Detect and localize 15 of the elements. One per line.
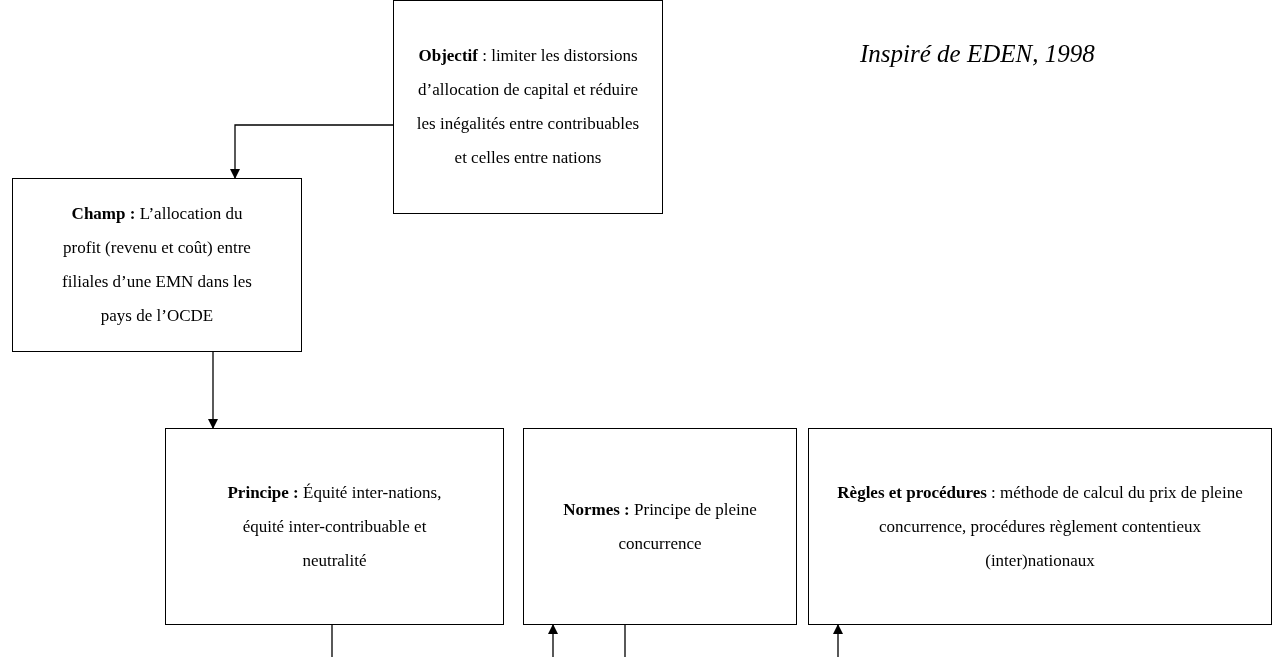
text-box <box>523 428 797 625</box>
box-text: Principe : Équité inter-nations, équité inter-contribuable et neutralité <box>226 481 443 572</box>
text-box <box>393 0 663 214</box>
connector-arrow <box>230 124 394 179</box>
text-box <box>12 178 302 352</box>
connector-arrow <box>331 624 558 657</box>
connector-arrow <box>208 351 218 429</box>
box-text: Normes : Principe de pleine concurrence <box>562 498 758 555</box>
box-text: Champ : L’allocation du profit (revenu et coût) entre filiales d’une EMN dans les pays de l’OCDE <box>61 203 253 327</box>
connector-arrow <box>624 624 843 657</box>
text-box <box>808 428 1272 625</box>
text-box <box>165 428 504 625</box>
box-text: Objectif : limiter les distorsions d’allocation de capital et réduire les inégalités entre contribuables et celles entre nations <box>415 45 641 169</box>
source-note: Inspiré de EDEN, 1998 <box>860 40 1095 68</box>
box-text: Règles et procédures : méthode de calcul du prix de pleine concurrence, procédures règlement contentieux (inter)nationaux <box>836 481 1244 572</box>
